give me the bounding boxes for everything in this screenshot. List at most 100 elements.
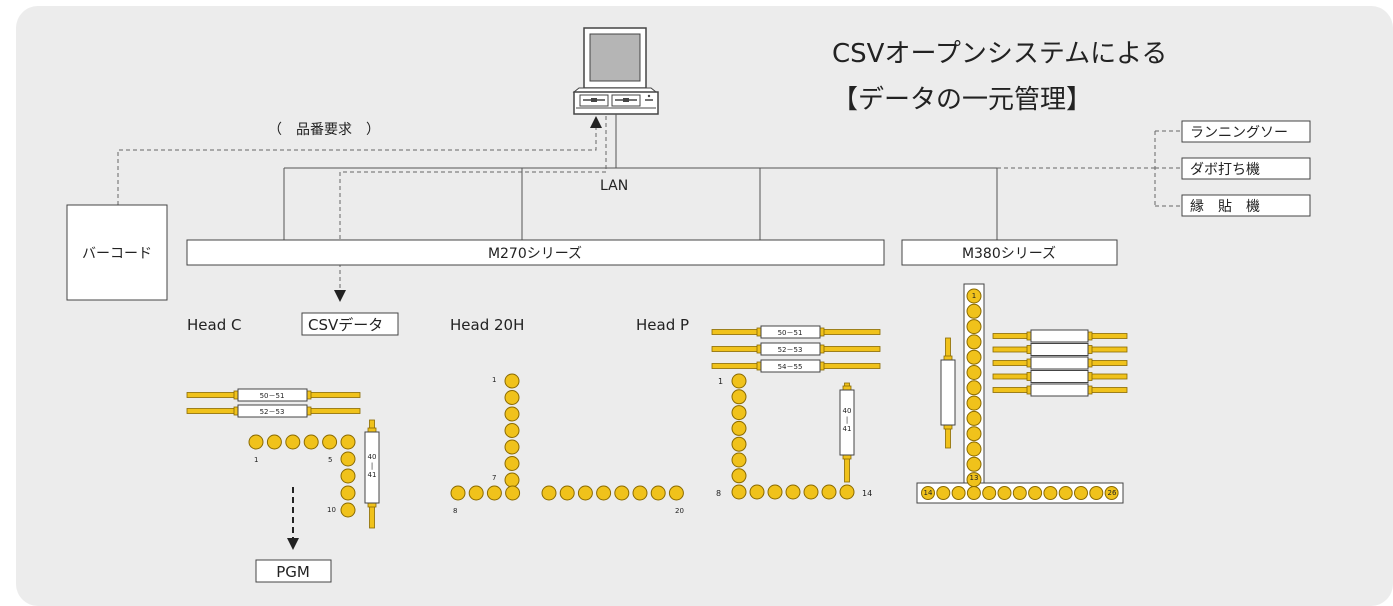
- m380-spindle-row-1: [921, 486, 935, 500]
- peripheral-label-1: ランニングソー: [1190, 125, 1288, 141]
- head-c-spindle-row-5: [322, 434, 338, 450]
- head-p-spindle-col-6: [731, 452, 747, 468]
- head-c-spindle-row-3: [285, 434, 301, 450]
- m380-spindle-row-6: [997, 486, 1012, 500]
- pgm-label: PGM: [276, 563, 310, 581]
- m380-spindle-col-2: [966, 303, 982, 319]
- m380-spindle-col-10: [966, 426, 982, 442]
- m380-spindle-col-11: [966, 441, 982, 457]
- head-p-bar-2-cap-left: [756, 344, 762, 354]
- head-c-spindle-col-5: [340, 502, 356, 518]
- m380-spindle-col-8: [966, 395, 982, 411]
- head-p-spindle-row-6: [821, 484, 837, 500]
- m270-series-label: M270シリーズ: [488, 246, 582, 262]
- head-20h-label: Head 20H: [450, 316, 524, 334]
- head-c-bar-2-body: [237, 404, 308, 418]
- head-20h-spindle-row-3: [486, 485, 502, 501]
- head-c-vbar-body: [364, 431, 380, 504]
- head-c-vbar-cap-top: [367, 427, 377, 433]
- head-p-bar-1-cap-left: [756, 327, 762, 337]
- computer-icon: [572, 27, 659, 115]
- head-20h-spindle-row-8: [577, 485, 593, 501]
- head-20h-spindle-row-10: [614, 485, 630, 501]
- m380-spindle-col-12: [966, 456, 982, 472]
- head-p-spindle-row-4: [785, 484, 801, 500]
- m380-bar-5-body: [1030, 383, 1089, 397]
- head-p-spindle-row-2: [749, 484, 765, 500]
- m380-num-14: 14: [924, 489, 933, 497]
- m380-bar-1-cap-right: [1087, 331, 1093, 341]
- csv-data-label: CSVデータ: [308, 316, 383, 334]
- title-line2: 【データの一元管理】: [832, 85, 1092, 115]
- head-p-spindle-row-1: [731, 484, 747, 500]
- head-c-vbar-label-top: 40: [368, 453, 377, 461]
- head-c-bar-2-cap-left: [233, 406, 239, 416]
- head-20h-spindle-row-2: [468, 485, 484, 501]
- m380-bar-3-body: [1030, 356, 1089, 370]
- m380-vbar-cap-top: [943, 355, 953, 361]
- head-p-diagram: [711, 325, 881, 500]
- m380-series-box: [901, 239, 1118, 266]
- peripheral-box-3: [1181, 194, 1311, 217]
- head-p-bar3-label: 54－55: [778, 363, 803, 371]
- csv-data-box: [301, 312, 399, 336]
- head-c-num-1: 1: [254, 456, 258, 464]
- m380-spindle-row-12: [1089, 486, 1104, 500]
- head-20h-spindle-col-5: [504, 439, 520, 455]
- head-c-num-5: 5: [328, 456, 332, 464]
- head-p-num-8: 8: [716, 489, 721, 498]
- head-20h-spindle-row-12: [650, 485, 666, 501]
- head-p-spindle-col-5: [731, 436, 747, 452]
- head-p-vbar-body: [839, 389, 855, 456]
- head-20h-spindle-col-2: [504, 390, 520, 405]
- head-c-spindle-row-4: [303, 434, 319, 450]
- head-p-bar-2-body: [760, 342, 821, 356]
- m380-spindle-col-5: [966, 349, 982, 365]
- peripheral-box-2: [1181, 157, 1311, 180]
- head-20h-spindle-row-4: [505, 485, 521, 501]
- head-p-bar-3-cap-left: [756, 361, 762, 371]
- head-20h-spindle-row-7: [559, 485, 575, 501]
- head-20h-spindle-col-7: [504, 472, 520, 488]
- head-c-label: Head C: [187, 316, 241, 334]
- head-p-vbar-cap-bottom: [842, 454, 852, 460]
- m380-bar-5-cap-left: [1026, 385, 1032, 395]
- m380-spindle-row-5: [982, 486, 997, 500]
- m380-bar-1-cap-left: [1026, 331, 1032, 341]
- head-p-bar1-label: 50－51: [778, 329, 803, 337]
- m380-spindle-row-3: [951, 486, 966, 500]
- m380-num-26: 26: [1108, 489, 1117, 497]
- head-c-spindle-row-6: [340, 434, 356, 450]
- head-p-label: Head P: [636, 316, 689, 334]
- head-c-spindle-col-2: [340, 451, 356, 467]
- head-c-bar-1-body: [237, 388, 308, 402]
- head-p-vbar-label-bot: 41: [843, 425, 852, 433]
- head-p-spindle-col-4: [731, 420, 747, 436]
- head-20h-num-20: 20: [675, 507, 684, 515]
- head-p-bar-1-cap-right: [819, 327, 825, 337]
- head-p-spindle-row-7: [839, 484, 855, 500]
- m380-vbar-body: [940, 359, 956, 426]
- head-20h-spindle-row-13: [668, 485, 684, 501]
- m380-spindle-row-13: [1104, 486, 1119, 500]
- head-c-diagram: [186, 388, 380, 529]
- m380-bar-4-cap-left: [1026, 372, 1032, 381]
- m380-spindle-row-4: [966, 486, 981, 500]
- head-p-spindle-row-5: [803, 484, 819, 500]
- head-20h-spindle-col-6: [504, 456, 520, 471]
- m380-spindle-col-7: [966, 380, 982, 396]
- head-20h-spindle-row-9: [596, 485, 612, 501]
- data-flow-dashed: [117, 116, 1182, 290]
- request-label: （ 品番要求 ）: [268, 122, 380, 138]
- request-arrow-up: [590, 116, 602, 128]
- head-p-bar-3-cap-right: [819, 361, 825, 371]
- head-p-vbar-label-top: 40: [843, 407, 852, 415]
- m380-spindle-row-10: [1058, 486, 1073, 500]
- head-p-bar2-label: 52－53: [778, 346, 803, 354]
- m380-spindle-col-9: [966, 410, 982, 426]
- lan-label: LAN: [600, 178, 628, 194]
- head-20h-spindle-row-6: [541, 485, 557, 501]
- m380-spindle-col-6: [966, 365, 982, 380]
- m380-bar-4-body: [1030, 370, 1089, 383]
- m380-num-13: 13: [970, 474, 979, 482]
